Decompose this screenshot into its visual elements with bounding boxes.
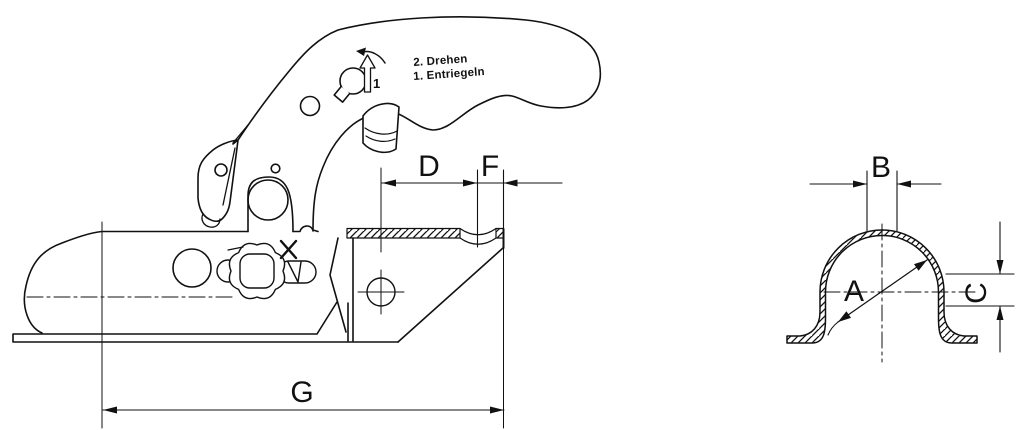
arrowhead — [996, 260, 1004, 274]
dimension-g — [102, 406, 505, 414]
arrowhead — [503, 179, 518, 187]
arrowhead — [914, 260, 927, 271]
clamp-section-view — [786, 170, 1015, 363]
small-pin-hole — [270, 163, 281, 174]
arrowhead — [463, 179, 477, 187]
body-hole — [172, 248, 212, 288]
unlock-arrow-icon — [359, 54, 376, 93]
drawbar-tube-section — [346, 227, 461, 239]
handle-hole — [299, 95, 321, 117]
instruction-line2: 1. Entriegeln — [413, 66, 485, 83]
pivot-dome — [247, 176, 294, 233]
dimension-c-label: C — [960, 282, 993, 304]
arrowhead — [382, 179, 396, 187]
body-top-edge — [292, 225, 319, 233]
clamp-profile — [786, 229, 978, 344]
instruction-line1: 2. Drehen — [413, 53, 468, 69]
rotate-arrow-icon — [356, 47, 386, 64]
body-front-outline — [23, 230, 249, 334]
coupling-side-view — [12, 16, 602, 429]
base-plate — [12, 301, 399, 343]
body-rear-edges — [329, 237, 354, 342]
arrowhead — [996, 306, 1004, 320]
dimension-f-label: F — [481, 150, 499, 183]
rear-diagonal-edge — [397, 247, 504, 343]
arrowhead — [853, 180, 867, 188]
tube-section-end — [495, 227, 505, 239]
dimension-a — [827, 259, 928, 336]
arrow-number-label: 1 — [373, 76, 380, 91]
dimension-a-label: A — [844, 275, 864, 308]
arrowhead — [490, 406, 504, 414]
keyhole — [333, 67, 367, 103]
arrowhead — [897, 180, 911, 188]
thumb-latch — [362, 102, 400, 154]
dimension-b — [809, 170, 942, 232]
dimension-g-label: G — [290, 376, 313, 409]
pivot-hole — [247, 179, 289, 221]
star-knob-assembly — [216, 242, 317, 300]
dimension-b-label: B — [871, 151, 891, 184]
mounting-hole-crosshair — [357, 167, 405, 315]
dimension-c — [945, 221, 1015, 353]
latch-plate — [197, 139, 239, 228]
instruction-text: 2. Drehen 1. Entriegeln — [413, 53, 485, 83]
cross-mark — [279, 239, 298, 260]
arrowhead — [103, 406, 117, 414]
dimension-d-f — [381, 169, 563, 248]
dimension-d-label: D — [418, 150, 440, 183]
arrowhead — [838, 311, 851, 322]
star-knob — [228, 242, 286, 300]
